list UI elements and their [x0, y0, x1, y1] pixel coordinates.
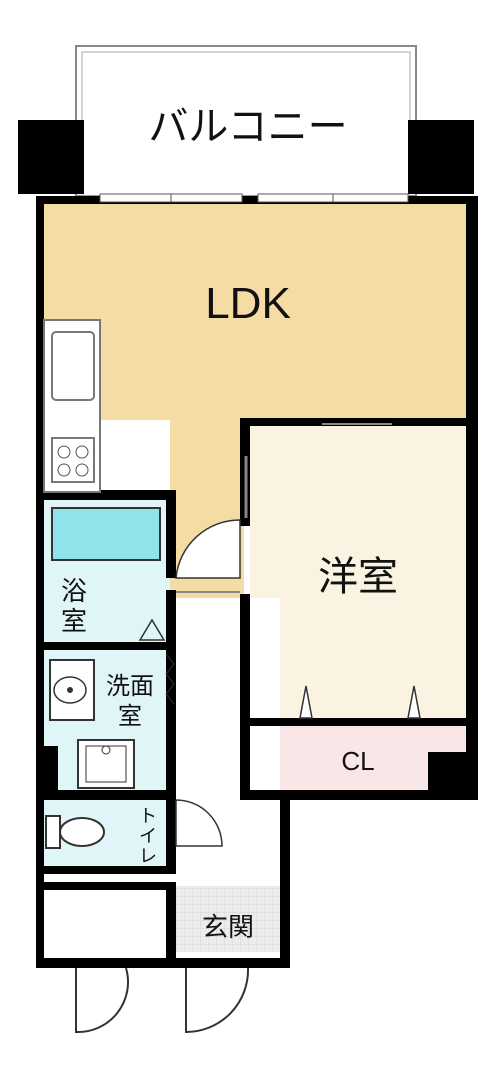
entrance-label: 玄関 — [202, 912, 254, 942]
washroom-label-2: 室 — [118, 703, 142, 730]
storage-door-icon — [75, 967, 129, 1034]
ldk-door-icon — [175, 519, 241, 579]
toilet-icon — [45, 815, 105, 849]
closet-door-icon — [299, 685, 421, 719]
balcony-windows — [99, 193, 409, 203]
toilet-label-3: レ — [139, 846, 157, 866]
kitchen-counter — [43, 319, 101, 493]
balcony: バルコニー — [18, 45, 474, 197]
sink-icon — [51, 331, 95, 401]
bathroom-label-2: 室 — [61, 606, 87, 636]
toilet-door-icon — [175, 799, 223, 847]
ldk-floor — [44, 204, 466, 420]
walls — [36, 196, 478, 968]
bathroom-label-1: 浴 — [61, 576, 87, 606]
balcony-label: バルコニー — [148, 105, 347, 149]
bathtub-icon — [51, 507, 161, 561]
entrance-floor — [176, 886, 280, 952]
washing-machine-icon — [77, 739, 135, 789]
entrance-door-icon — [185, 967, 250, 1034]
washroom-label-1: 洗面 — [106, 673, 154, 700]
ldk-label: LDK — [205, 279, 291, 328]
western-room-label: 洋室 — [318, 555, 398, 599]
toilet-label-2: イ — [139, 826, 157, 846]
western-room-floor — [250, 426, 466, 722]
toilet-label-1: ト — [139, 806, 157, 826]
stove-icon — [51, 437, 95, 483]
closet-label: CL — [341, 746, 374, 776]
bath-door-icon — [138, 618, 166, 641]
